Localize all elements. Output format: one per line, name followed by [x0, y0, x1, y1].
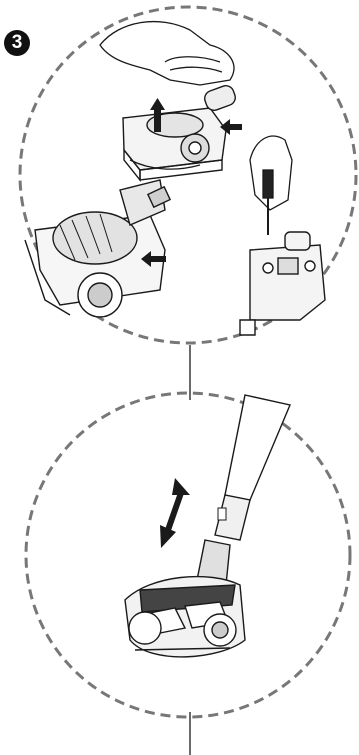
- double-arrow-icon: [160, 478, 190, 548]
- lift-arrow-icon: [150, 98, 165, 132]
- push-arrow-icon: [220, 119, 242, 135]
- brush-housing-top: [122, 85, 236, 182]
- brush-roller-icon: [24, 179, 172, 318]
- lower-detail-circle: [24, 391, 352, 719]
- step-number-badge: 3: [4, 30, 30, 56]
- screwdriver-icon: [249, 135, 293, 235]
- upper-detail-circle: [18, 5, 358, 345]
- vacuum-tube-icon: [214, 394, 291, 541]
- brush-base-icon: [239, 231, 326, 336]
- push-arrow-icon-lower: [141, 251, 166, 267]
- hand-icon: [99, 20, 235, 170]
- turbo-brush-head-icon: [124, 539, 246, 658]
